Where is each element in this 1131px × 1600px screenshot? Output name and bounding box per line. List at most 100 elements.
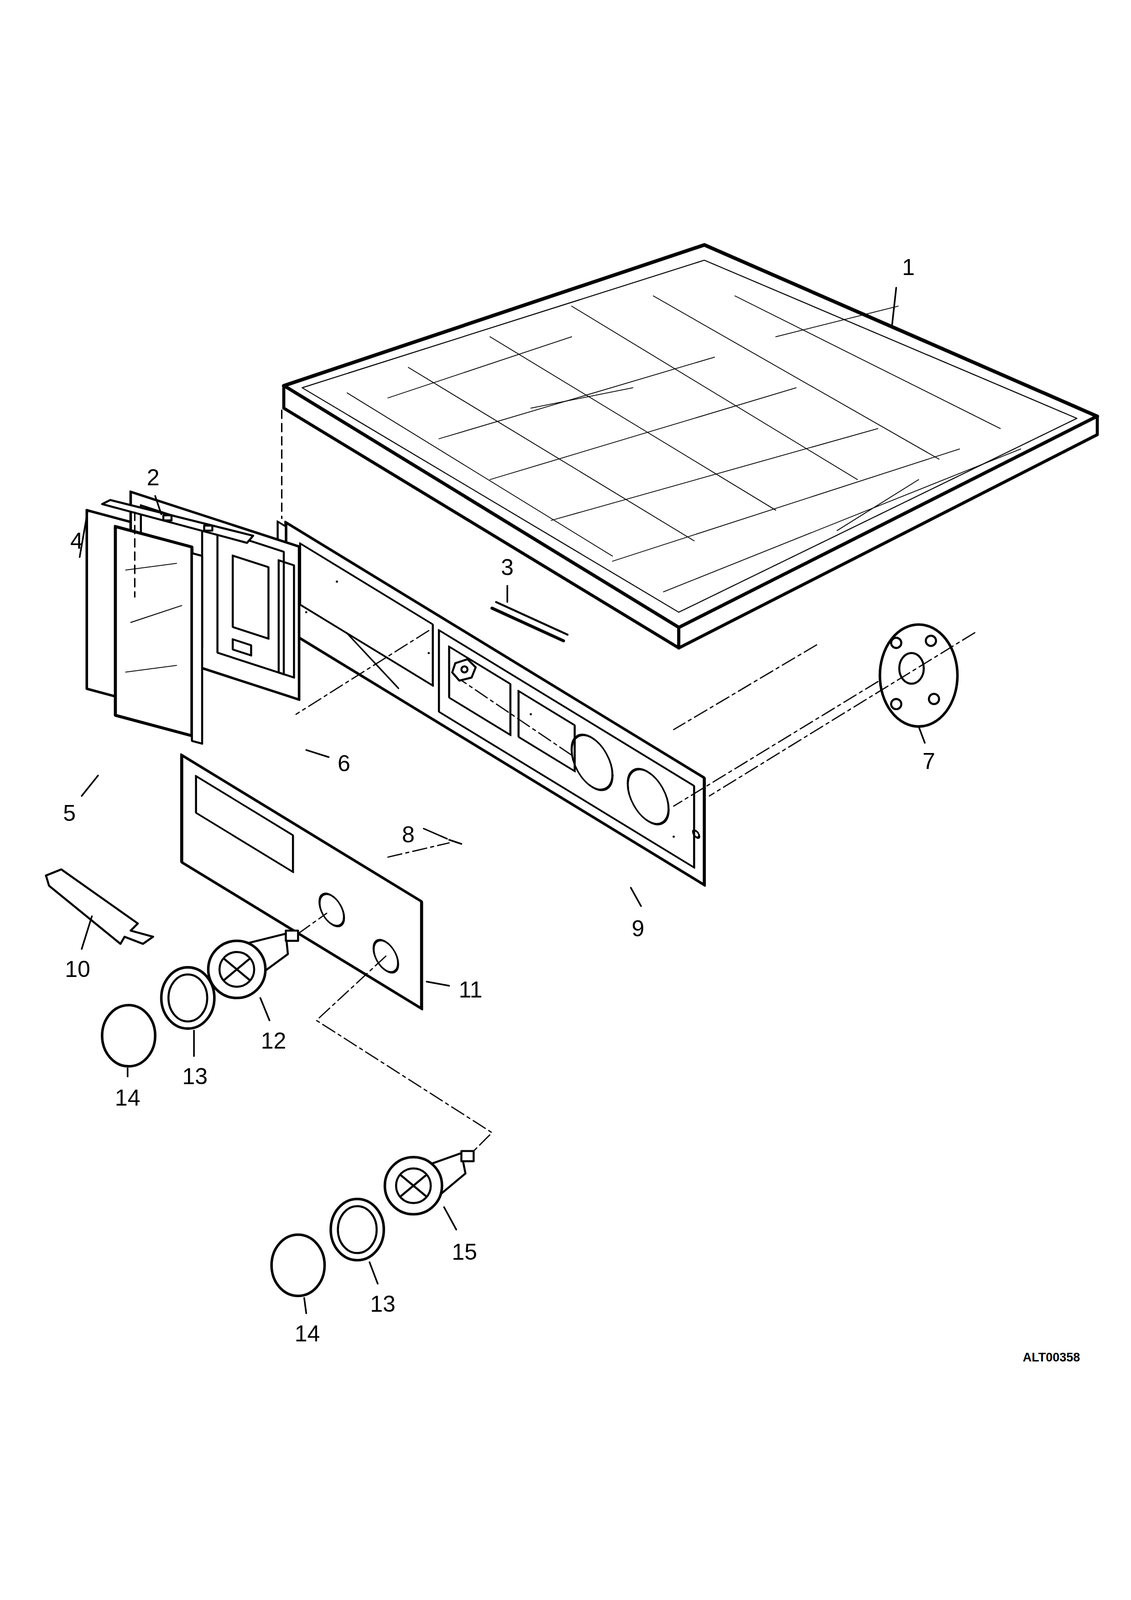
line-art <box>305 580 675 838</box>
front-panel <box>196 776 294 873</box>
line-art <box>297 913 327 934</box>
callout-number: 8 <box>401 823 415 847</box>
line-art <box>81 916 92 950</box>
callout-number: 11 <box>458 978 483 1002</box>
callout-number: 6 <box>337 752 351 776</box>
line-art <box>126 1068 129 1077</box>
line-art <box>336 580 339 583</box>
strip <box>163 515 172 521</box>
front-trim <box>130 592 182 637</box>
line-art <box>305 611 308 614</box>
callout-number: 14 <box>294 1322 321 1346</box>
nut <box>461 666 468 673</box>
cap <box>271 1235 325 1297</box>
line-art <box>630 887 642 907</box>
pin <box>495 602 568 636</box>
line-art <box>443 1207 457 1231</box>
lid-panel <box>283 244 1098 628</box>
callout-number: 7 <box>922 750 936 773</box>
pin <box>491 608 564 642</box>
lid-panel <box>678 416 1098 649</box>
callout-number: 3 <box>500 556 514 579</box>
line-art <box>709 632 975 797</box>
line-art <box>306 750 329 758</box>
knob <box>385 1157 443 1215</box>
mechanism <box>232 639 251 656</box>
ring <box>168 974 208 1022</box>
lid-panel <box>612 448 960 562</box>
callout-number: 9 <box>631 917 645 941</box>
knob <box>461 1151 474 1162</box>
ring <box>330 1199 384 1261</box>
knob <box>401 1175 426 1197</box>
front-trim <box>125 549 177 584</box>
knob <box>224 959 250 980</box>
lid-panel <box>489 336 776 511</box>
strip <box>204 525 213 531</box>
line-art <box>423 828 448 840</box>
line-art <box>296 630 975 807</box>
knob <box>385 1151 475 1215</box>
lid-panel <box>387 336 572 398</box>
cap <box>102 1005 156 1067</box>
line-art <box>673 645 817 730</box>
knob-disc <box>880 624 958 727</box>
line-art <box>427 652 430 655</box>
lid-panel <box>551 428 878 521</box>
control-panel <box>627 760 669 834</box>
lid-panel <box>653 296 939 460</box>
knob-disc <box>880 624 958 727</box>
line-art <box>454 675 572 756</box>
control-panel <box>277 517 705 886</box>
control-panel <box>571 725 613 800</box>
line-art <box>81 775 99 797</box>
cap <box>102 1005 156 1067</box>
front-trim <box>115 526 203 744</box>
strip <box>102 500 254 543</box>
lid-panel <box>408 367 694 541</box>
line-art <box>134 512 136 598</box>
cap <box>271 1235 325 1297</box>
lid-panel <box>438 357 715 439</box>
line-art <box>304 1298 307 1314</box>
knob-disc <box>899 653 924 684</box>
line-art <box>426 981 449 986</box>
ring <box>161 967 215 1029</box>
callout-number: 13 <box>370 1292 396 1316</box>
lid-panel <box>302 260 1077 613</box>
nut <box>452 659 476 681</box>
ring <box>338 1206 377 1254</box>
front-panel <box>319 888 344 932</box>
control-panel <box>300 543 433 686</box>
control-panel <box>285 522 704 886</box>
knob <box>219 952 255 987</box>
callout-number: 12 <box>260 1029 287 1053</box>
mechanism <box>278 560 295 678</box>
line-art <box>530 713 532 716</box>
front-trim <box>125 651 177 687</box>
knob <box>224 959 250 980</box>
front-trim <box>115 526 193 736</box>
knob-disc <box>891 699 902 710</box>
callout-number: 13 <box>182 1065 209 1089</box>
control-panel <box>448 646 511 736</box>
bracket <box>46 869 154 944</box>
drawing-number: ALT00358 <box>1022 1351 1081 1364</box>
callout-number: 14 <box>114 1086 141 1110</box>
lid-panel <box>837 479 919 532</box>
lid-panel <box>775 306 898 337</box>
front-panel <box>181 755 422 1010</box>
bracket <box>46 869 154 944</box>
line-art <box>672 836 675 839</box>
lid-panel <box>347 296 1022 593</box>
callout-number: 10 <box>64 958 91 981</box>
lid-panel <box>571 306 858 480</box>
knob <box>208 930 298 999</box>
line-art <box>260 998 270 1021</box>
control-panel <box>347 633 399 688</box>
line-art <box>281 410 283 519</box>
line-art <box>891 287 897 325</box>
ring <box>330 1199 384 1261</box>
line-art <box>387 843 449 858</box>
